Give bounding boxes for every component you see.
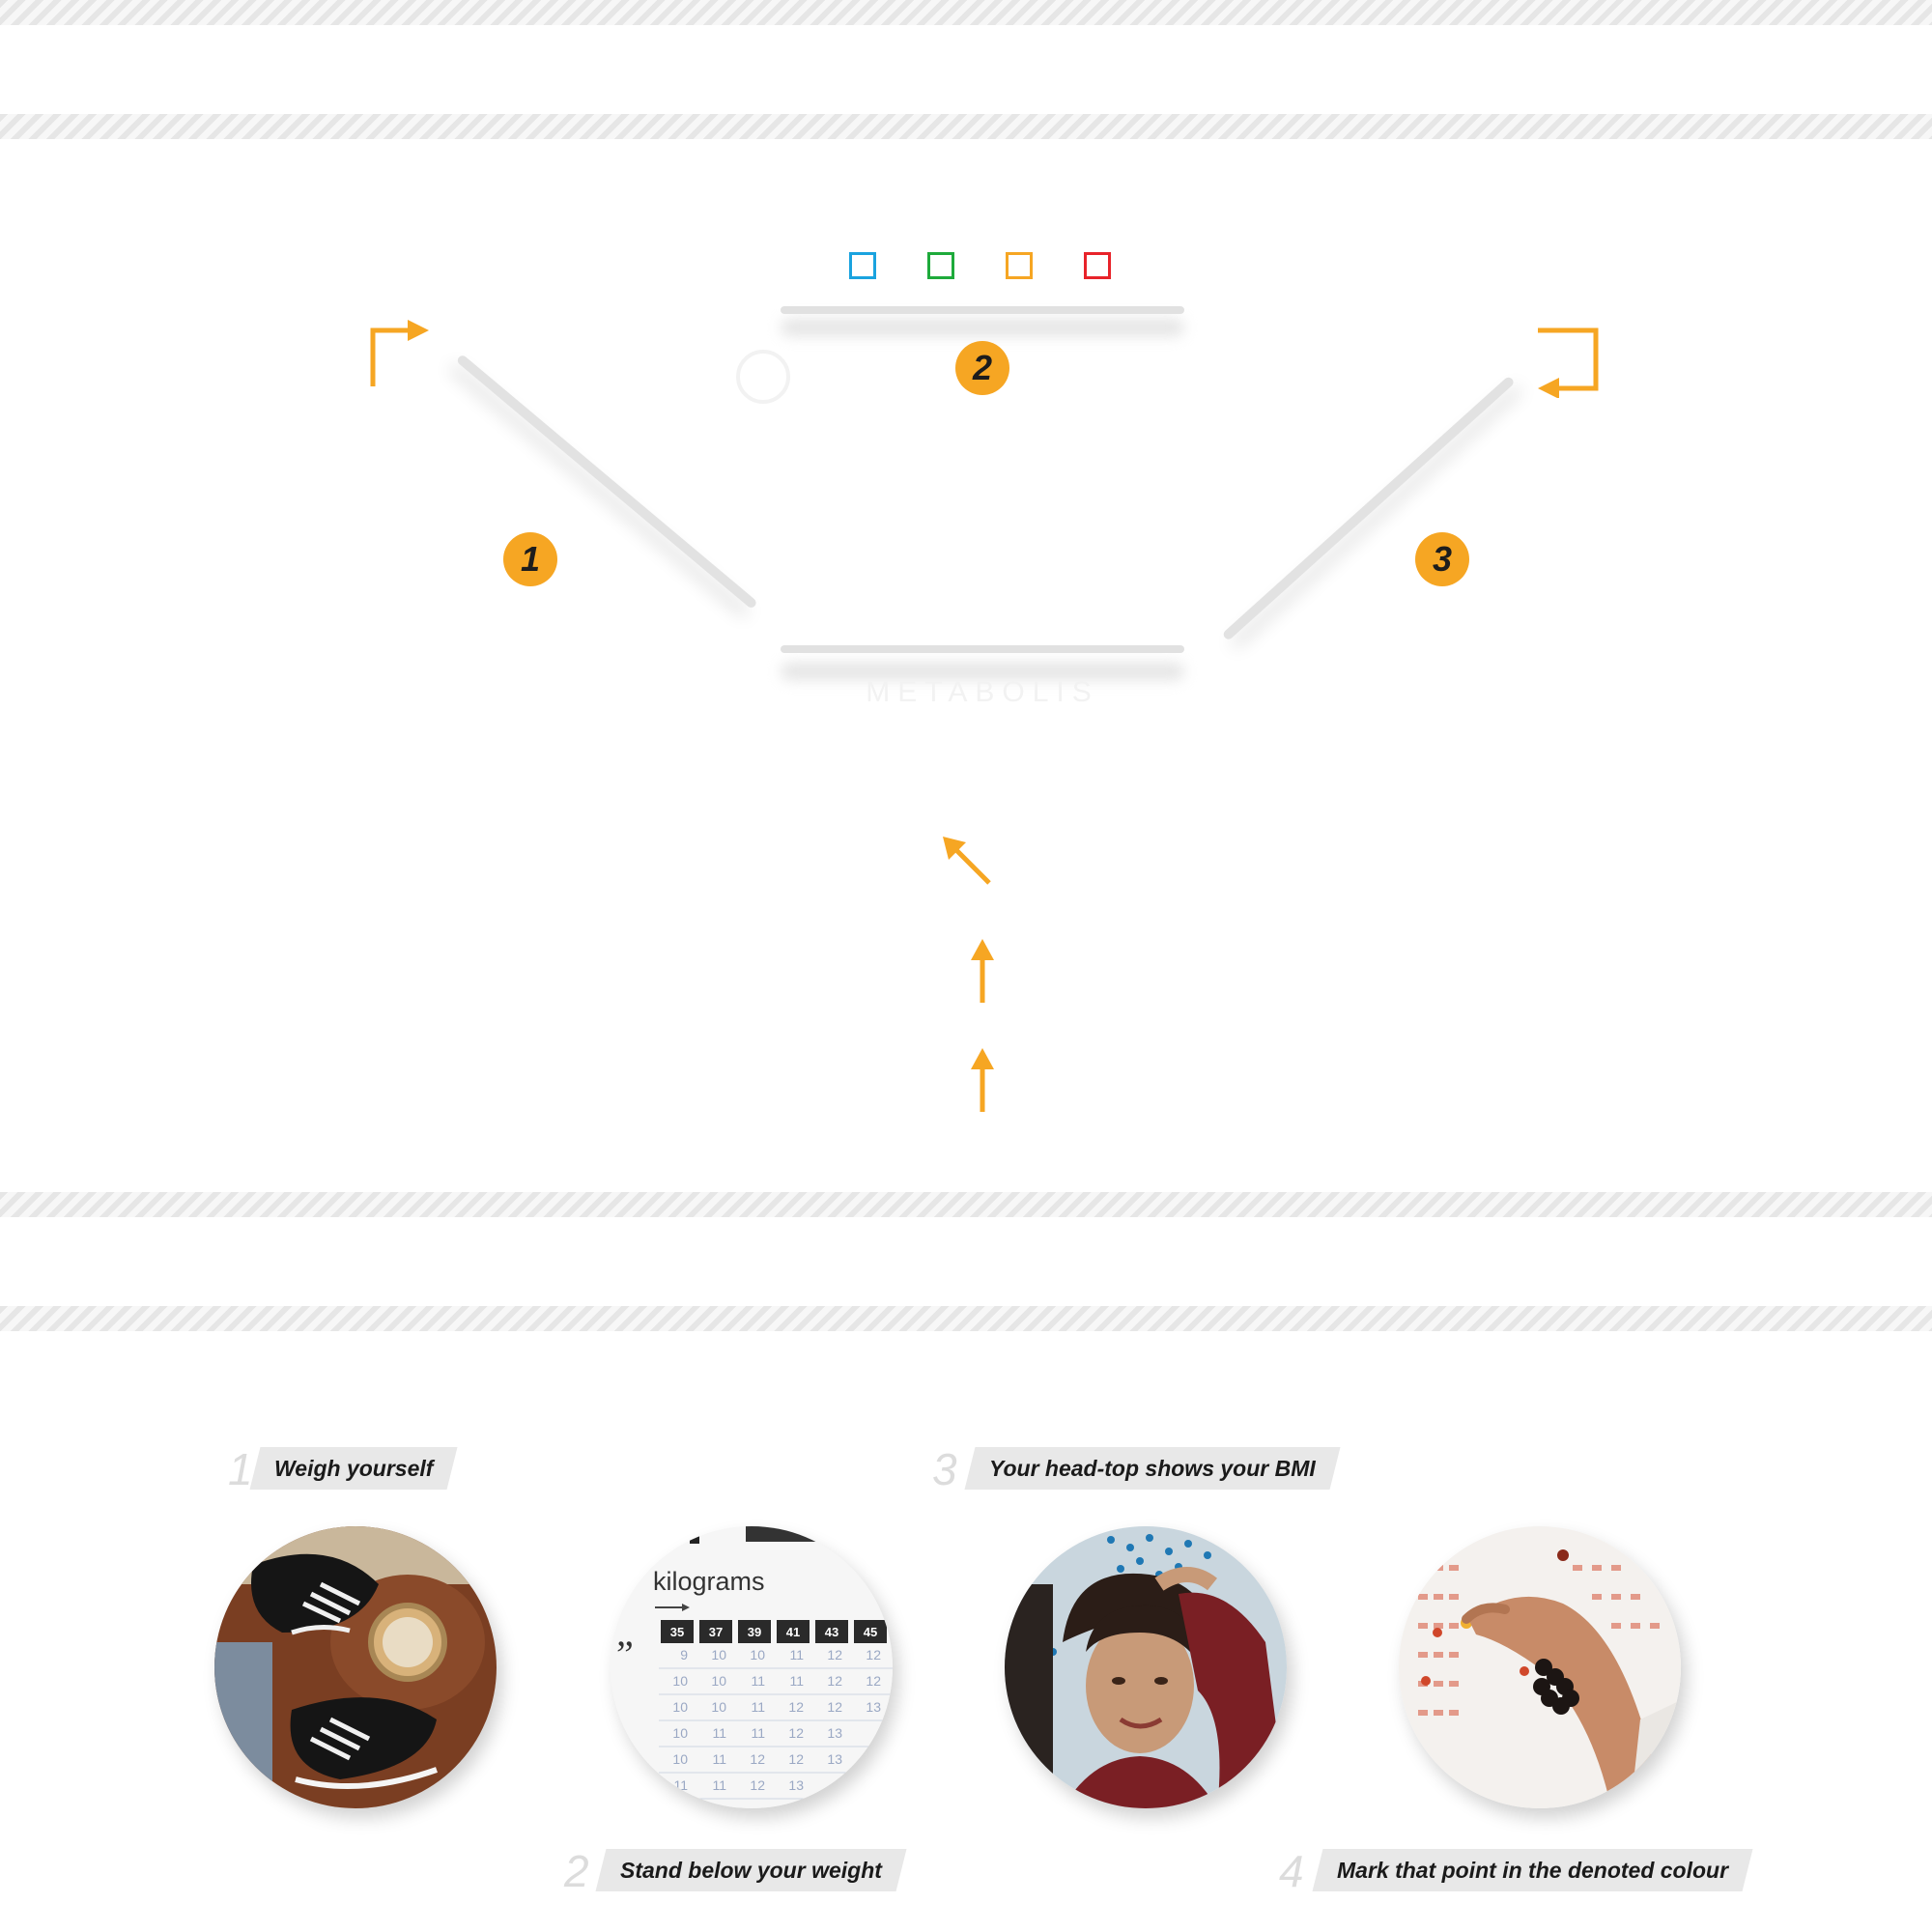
chart-quote-mark: ” [616, 1633, 634, 1676]
chart-cell: 11 [751, 1699, 765, 1715]
chart-col-4: 43 [825, 1625, 838, 1639]
chart-cell: 10 [750, 1647, 765, 1662]
chart-cell: 10 [672, 1673, 688, 1689]
up-arrow-icon-2 [971, 1048, 994, 1112]
legend-square-red [1084, 252, 1111, 279]
step-label-2-text: Stand below your weight [620, 1858, 882, 1883]
chart-cell: 12 [750, 1777, 765, 1793]
top-shelf [781, 306, 1184, 314]
diagonal-arrow-icon [943, 837, 991, 885]
chart-col-1: 37 [709, 1625, 723, 1639]
chart-cell: 12 [827, 1699, 842, 1715]
chart-col-5: 45 [864, 1625, 877, 1639]
bottom-shelf-shadow [781, 663, 1184, 680]
step-number-2: 2 [564, 1846, 589, 1896]
right-rod [1221, 375, 1516, 641]
header-stripe-band [0, 114, 1932, 139]
chart-column-headers: 35 37 39 41 43 45 [661, 1620, 887, 1643]
chart-cell: 12 [788, 1699, 804, 1715]
chart-cell: 11 [712, 1751, 726, 1767]
steps-section: 1 Weigh yourself 3 Your head-top shows y… [0, 1391, 1932, 1932]
chart-cell: 10 [672, 1699, 688, 1715]
step-number-1: 1 [228, 1444, 253, 1494]
bottom-shelf [781, 645, 1184, 653]
step-label-1: Weigh yourself [249, 1447, 458, 1490]
legend-square-blue [849, 252, 876, 279]
bottom-shelf-label: METABOLIS [866, 676, 1099, 708]
chart-cell: 11 [789, 1647, 804, 1662]
chart-col-2: 39 [748, 1625, 761, 1639]
step-number-3: 3 [932, 1444, 957, 1494]
photo-weigh-yourself [214, 1526, 497, 1808]
chart-cell: 10 [672, 1751, 688, 1767]
chart-cell: 13 [788, 1777, 804, 1793]
chart-cell: 10 [711, 1647, 726, 1662]
up-arrow-icon-1 [971, 939, 994, 1003]
left-rod [455, 354, 758, 610]
top-shelf-shadow [781, 319, 1184, 336]
step-label-1-text: Weigh yourself [274, 1456, 434, 1481]
step-badge-1: 1 [503, 532, 557, 586]
chart-cell: 13 [827, 1751, 842, 1767]
step-label-4-text: Mark that point in the denoted colour [1337, 1858, 1729, 1883]
legend-square-orange [1006, 252, 1033, 279]
step-number-4: 4 [1279, 1846, 1304, 1896]
chart-cell: 12 [866, 1673, 881, 1689]
step-label-2: Stand below your weight [595, 1849, 907, 1891]
chart-cell: 11 [751, 1673, 765, 1689]
chart-col-0: 35 [670, 1625, 684, 1639]
chart-cell: 10 [711, 1699, 726, 1715]
photo-head-top-bmi [1005, 1526, 1287, 1808]
chart-cell: 11 [712, 1725, 726, 1741]
chart-cell: 9 [680, 1647, 688, 1662]
section-stripe-band-bottom [0, 1306, 1932, 1331]
step-label-4: Mark that point in the denoted colour [1312, 1849, 1753, 1891]
step-badge-2: 2 [955, 341, 1009, 395]
chart-cell: 11 [751, 1725, 765, 1741]
chart-cell: 12 [827, 1647, 842, 1662]
chart-cell: 13 [827, 1725, 842, 1741]
chart-col-3: 41 [786, 1625, 800, 1639]
section-stripe-band-top [0, 1192, 1932, 1217]
bent-arrow-top-left-icon [370, 320, 429, 386]
step-badge-3: 3 [1415, 532, 1469, 586]
chart-cell: 12 [827, 1673, 842, 1689]
chart-cell: 12 [788, 1725, 804, 1741]
step-label-3-text: Your head-top shows your BMI [989, 1456, 1316, 1481]
chart-cell: 11 [789, 1673, 804, 1689]
chart-heading: kilograms [653, 1567, 765, 1596]
chart-cell: 10 [672, 1725, 688, 1741]
legend-square-green [927, 252, 954, 279]
photo-weight-chart: kilograms ” 35 37 39 41 43 45 9 10 10 11 12 1… [611, 1526, 893, 1808]
chart-cell: 11 [673, 1777, 688, 1793]
top-stripe-band [0, 0, 1932, 25]
photo-mark-point [1399, 1526, 1681, 1808]
cycle-diagram: METABOLIS 1 2 3 [370, 252, 1599, 1112]
bent-arrow-top-right-icon [1538, 327, 1599, 398]
faint-clock-icon [736, 350, 790, 404]
chart-cell: 12 [788, 1751, 804, 1767]
chart-grid: 9 10 10 11 12 12 10 10 11 11 12 12 10 10 11 12 12 13 10 11 1… [659, 1647, 893, 1800]
chart-cell: 12 [866, 1647, 881, 1662]
step-label-3: Your head-top shows your BMI [964, 1447, 1341, 1490]
chart-cell: 10 [711, 1673, 726, 1689]
chart-cell: 13 [866, 1699, 881, 1715]
chart-cell: 11 [712, 1777, 726, 1793]
chart-cell: 12 [750, 1751, 765, 1767]
